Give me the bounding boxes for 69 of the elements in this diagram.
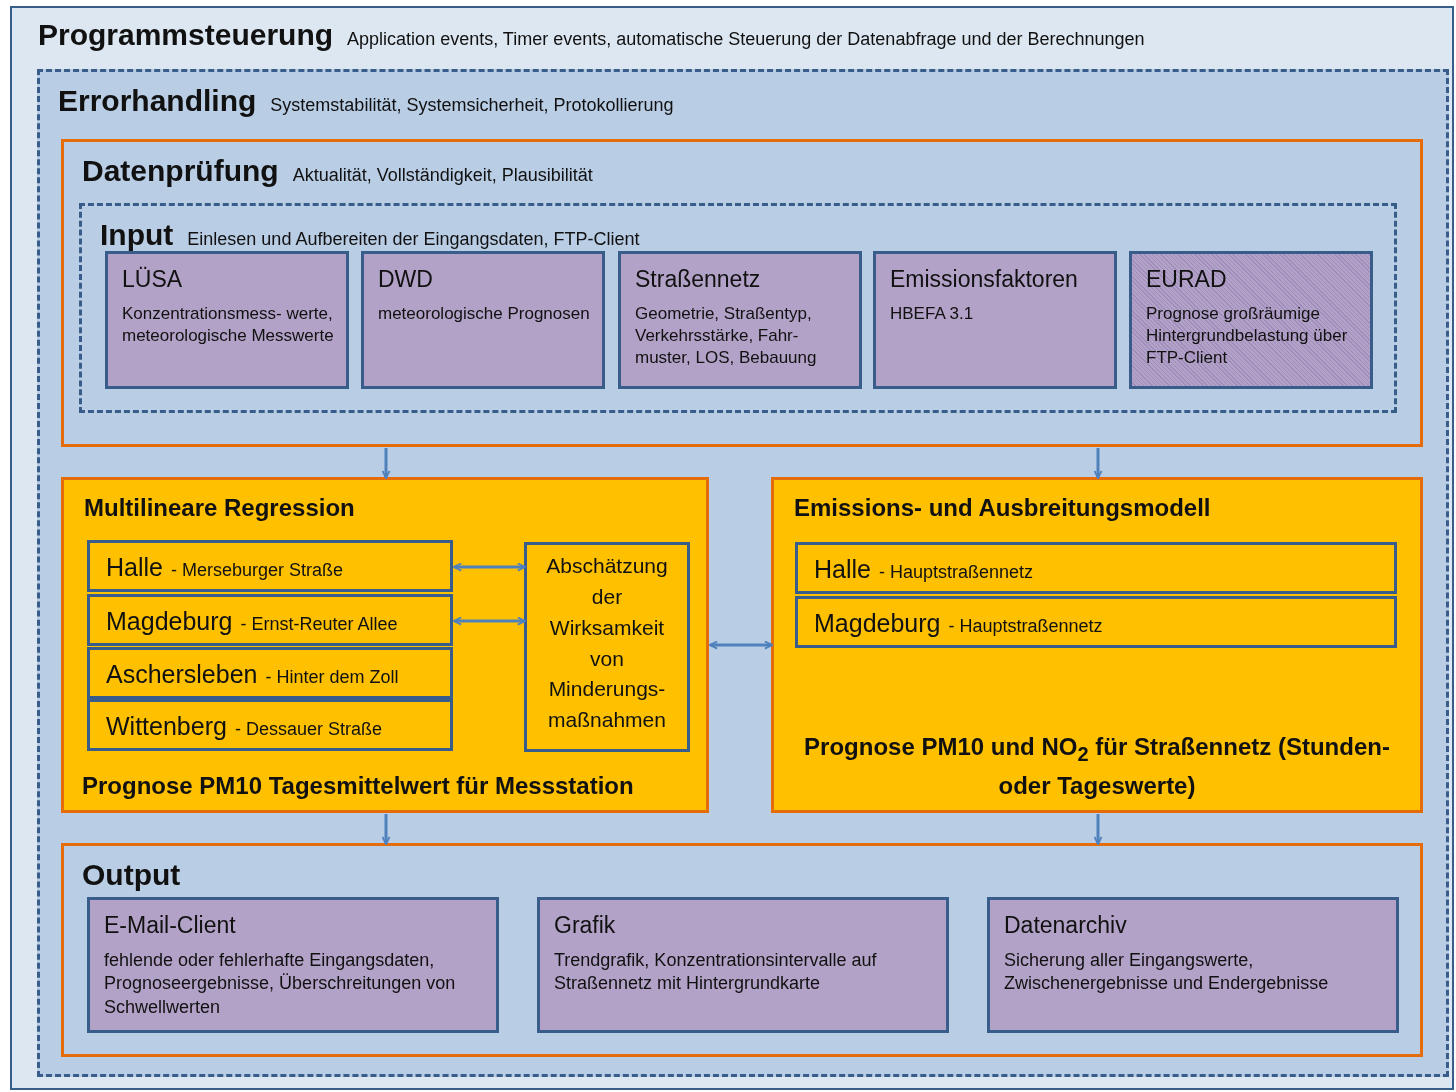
box-text: Sicherung aller Eingangswerte, Zwischenergebnisse und Endergebnisse [1004, 949, 1330, 996]
process-box [795, 596, 1397, 648]
box-text: fehlende oder fehlerhafte Eingangsdaten, Prognoseergebnisse, Überschreitungen von Schwellwerten [104, 949, 457, 1019]
section-panel [61, 139, 1423, 447]
box-title: DWD [378, 266, 434, 293]
box-title: LÜSA [122, 266, 184, 293]
section-panel [61, 843, 1423, 1057]
process-box [524, 542, 690, 752]
box-text: Abschätzung der Wirksamkeit von Minderungs- maßnahmen [545, 553, 669, 734]
box-title: Straßennetz [635, 266, 762, 293]
process-box [87, 594, 453, 646]
site-name: - Merseburger Straße [171, 560, 344, 581]
city-name: Halle [814, 555, 871, 584]
panel-description: Aktualität, Vollständigkeit, Plausibilität [292, 165, 593, 186]
panel-result-text: Prognose PM10 und NO$_{2}$ für Straßennetz (Stunden- oder Tageswerte) [803, 732, 1391, 802]
city-name: Wittenberg [106, 712, 227, 741]
box-title: Datenarchiv [1004, 912, 1128, 939]
data-box [87, 897, 499, 1033]
panel-description: Systemstabilität, Systemsicherheit, Protokollierung [270, 95, 674, 116]
panel-heading: Programmsteuerung [38, 18, 334, 52]
box-title: E-Mail-Client [104, 912, 237, 939]
box-text: Geometrie, Straßentyp, Verkehrsstärke, Fahr- muster, LOS, Bebauung [635, 303, 818, 370]
arrow [381, 814, 391, 845]
site-name: - Hinter dem Zoll [265, 667, 399, 688]
data-box [987, 897, 1399, 1033]
process-box [87, 699, 453, 751]
panel-result-text: Prognose PM10 Tagesmittelwert für Messstation [81, 771, 635, 802]
site-name: - Hauptstraßennetz [879, 562, 1034, 583]
city-name: Aschersleben [106, 660, 258, 689]
dashed-panel [79, 203, 1397, 413]
site-name: - Dessauer Straße [234, 719, 382, 740]
panel-description: Einlesen und Aufbereiten der Eingangsdaten, FTP-Client [187, 229, 640, 250]
panel-heading: Output [82, 858, 181, 892]
box-title: Emissionsfaktoren [890, 266, 1079, 293]
panel-heading: Errorhandling [58, 84, 257, 118]
data-box [873, 251, 1117, 389]
city-name: Magdeburg [106, 607, 233, 636]
data-box [105, 251, 349, 389]
process-panel [61, 477, 709, 813]
site-name: - Hauptstraßennetz [948, 616, 1103, 637]
process-panel [771, 477, 1423, 813]
process-box [87, 647, 453, 699]
panel-heading: Input [100, 218, 174, 252]
arrow [1093, 814, 1103, 845]
process-box [795, 542, 1397, 594]
box-text: Prognose großräumige Hintergrundbelastung über FTP-Client [1146, 303, 1349, 370]
city-name: Halle [106, 553, 163, 582]
panel-heading: Multilineare Regression [84, 494, 355, 522]
box-title: Grafik [554, 912, 617, 939]
panel-description: Application events, Timer events, automatische Steuerung der Datenabfrage und der Berechnungen [347, 29, 1145, 50]
box-text: Konzentrationsmess- werte, meteorologische Messwerte [122, 303, 335, 348]
double-arrow [453, 616, 526, 626]
box-text: meteorologische Prognosen [378, 303, 591, 325]
hatched-data-box [1129, 251, 1373, 389]
panel-heading: Emissions- und Ausbreitungsmodell [794, 494, 1211, 522]
box-text: HBEFA 3.1 [890, 303, 975, 325]
arrow [381, 448, 391, 479]
site-name: - Ernst-Reuter Allee [240, 614, 398, 635]
box-title: EURAD [1146, 266, 1228, 293]
panel-heading: Datenprüfung [82, 154, 279, 188]
process-box [87, 540, 453, 592]
data-box [361, 251, 605, 389]
double-arrow [453, 562, 526, 572]
double-arrow [709, 640, 773, 650]
data-box [537, 897, 949, 1033]
city-name: Magdeburg [814, 609, 941, 638]
arrow [1093, 448, 1103, 479]
data-box [618, 251, 862, 389]
box-text: Trendgrafik, Konzentrationsintervalle auf Straßennetz mit Hintergrundkarte [554, 949, 878, 996]
